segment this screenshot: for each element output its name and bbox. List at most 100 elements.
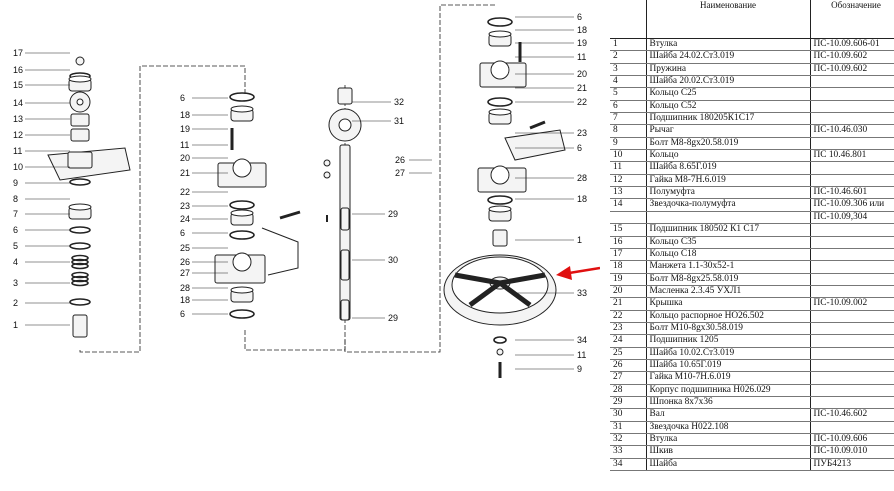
part-number: 11 (610, 161, 647, 175)
callout-label: 18 (180, 295, 190, 305)
assembly-frame-lines (79, 4, 495, 353)
part-name: Шайба 20.02.Ст3.019 (646, 75, 811, 89)
part-number: 31 (610, 421, 647, 435)
callout-label: 11 (13, 146, 22, 156)
part-designation (810, 334, 894, 348)
callout-label: 20 (577, 69, 587, 79)
part-name: Шайба 24.02.Ст3.019 (646, 50, 811, 64)
callout-labels: 1716151413121110987654321618191120212223… (13, 12, 587, 374)
callout-label: 22 (577, 97, 587, 107)
callout-label: 21 (180, 168, 190, 178)
part-designation: ПС-10.09,304 (810, 211, 894, 225)
part-name: Шайба 10.65Г.019 (646, 359, 811, 373)
callout-label: 6 (180, 309, 185, 319)
callout-label: 34 (577, 335, 587, 345)
callout-label: 11 (577, 52, 586, 62)
part-designation: ПС-10.09.002 (810, 297, 894, 311)
part-name: Шайба (646, 458, 811, 472)
header-name: Наименование (646, 0, 811, 39)
callout-label: 9 (13, 178, 18, 188)
callout-label: 23 (180, 201, 190, 211)
part-designation (810, 359, 894, 373)
part-number: 5 (610, 87, 647, 101)
part-number: 34 (610, 458, 647, 472)
part-designation: ПС-10.46.030 (810, 124, 894, 138)
part-name: Подшипник 180205К1С17 (646, 112, 811, 126)
callout-label: 8 (13, 194, 18, 204)
part-name: Шпонка 8х7х36 (646, 396, 811, 410)
callout-label: 9 (577, 364, 582, 374)
callout-label: 2 (13, 298, 18, 308)
part-number: 22 (610, 310, 647, 323)
part-name: Манжета 1.1-30х52-1 (646, 260, 811, 274)
part-designation: ПС-10.09.606-01 (810, 38, 894, 52)
exploded-assembly-diagram: 1716151413121110987654321618191120212223… (13, 4, 600, 378)
part-number: 1 (610, 38, 647, 52)
part-name: Корпус подшипника Н026.029 (646, 384, 811, 397)
part-designation: ПС 10.46.801 (810, 149, 894, 163)
callout-label: 6 (180, 93, 185, 103)
part-designation (810, 137, 894, 151)
callout-label: 26 (395, 155, 405, 165)
part-number: 4 (610, 75, 647, 89)
part-designation (810, 248, 894, 262)
part-name: Шкив (646, 445, 811, 459)
part-name: Вал (646, 408, 811, 422)
part-number: 16 (610, 236, 647, 249)
part-designation (810, 322, 894, 336)
part-name: Звездочка-полумуфта (646, 198, 811, 212)
table-row: ПС-10.09,304 (610, 211, 894, 225)
part-name: Кольцо С52 (646, 100, 811, 114)
header-number (610, 0, 647, 39)
part-name: Кольцо С35 (646, 236, 811, 249)
part-name: Гайка М8-7Н.6.019 (646, 174, 811, 188)
part-designation (810, 310, 894, 323)
part-name: Подшипник 1205 (646, 334, 811, 348)
part-number: 25 (610, 347, 647, 360)
callout-label: 19 (180, 124, 190, 134)
callout-label: 1 (577, 235, 582, 245)
callout-label: 29 (388, 209, 398, 219)
part-name (646, 211, 811, 225)
part-name: Кольцо распорное НО26.502 (646, 310, 811, 323)
callout-label: 3 (13, 278, 18, 288)
part-designation (810, 260, 894, 274)
part-designation (810, 396, 894, 410)
part-designation (810, 112, 894, 126)
part-designation: ПС-10.09.306 или (810, 198, 894, 212)
callout-label: 24 (180, 214, 190, 224)
callout-label: 4 (13, 257, 18, 267)
part-name: Кольцо С25 (646, 87, 811, 101)
part-name: Подшипник 180502 К1 С17 (646, 223, 811, 237)
callout-label: 18 (180, 110, 190, 120)
callout-label: 15 (13, 80, 23, 90)
part-number: 33 (610, 445, 647, 459)
callout-label: 1 (13, 320, 18, 330)
part-designation (810, 100, 894, 114)
part-name: Шайба 10.02.Ст3.019 (646, 347, 811, 360)
callout-label: 23 (577, 128, 587, 138)
part-name: Болт М10-8gх30.58.019 (646, 322, 811, 336)
part-designation (810, 174, 894, 188)
callout-label: 6 (13, 225, 18, 235)
part-designation: ПС-10.09.010 (810, 445, 894, 459)
part-drawings (47, 17, 566, 378)
callout-label: 28 (180, 283, 190, 293)
part-number: 15 (610, 223, 647, 237)
part-number: 18 (610, 260, 647, 274)
part-designation (810, 236, 894, 249)
